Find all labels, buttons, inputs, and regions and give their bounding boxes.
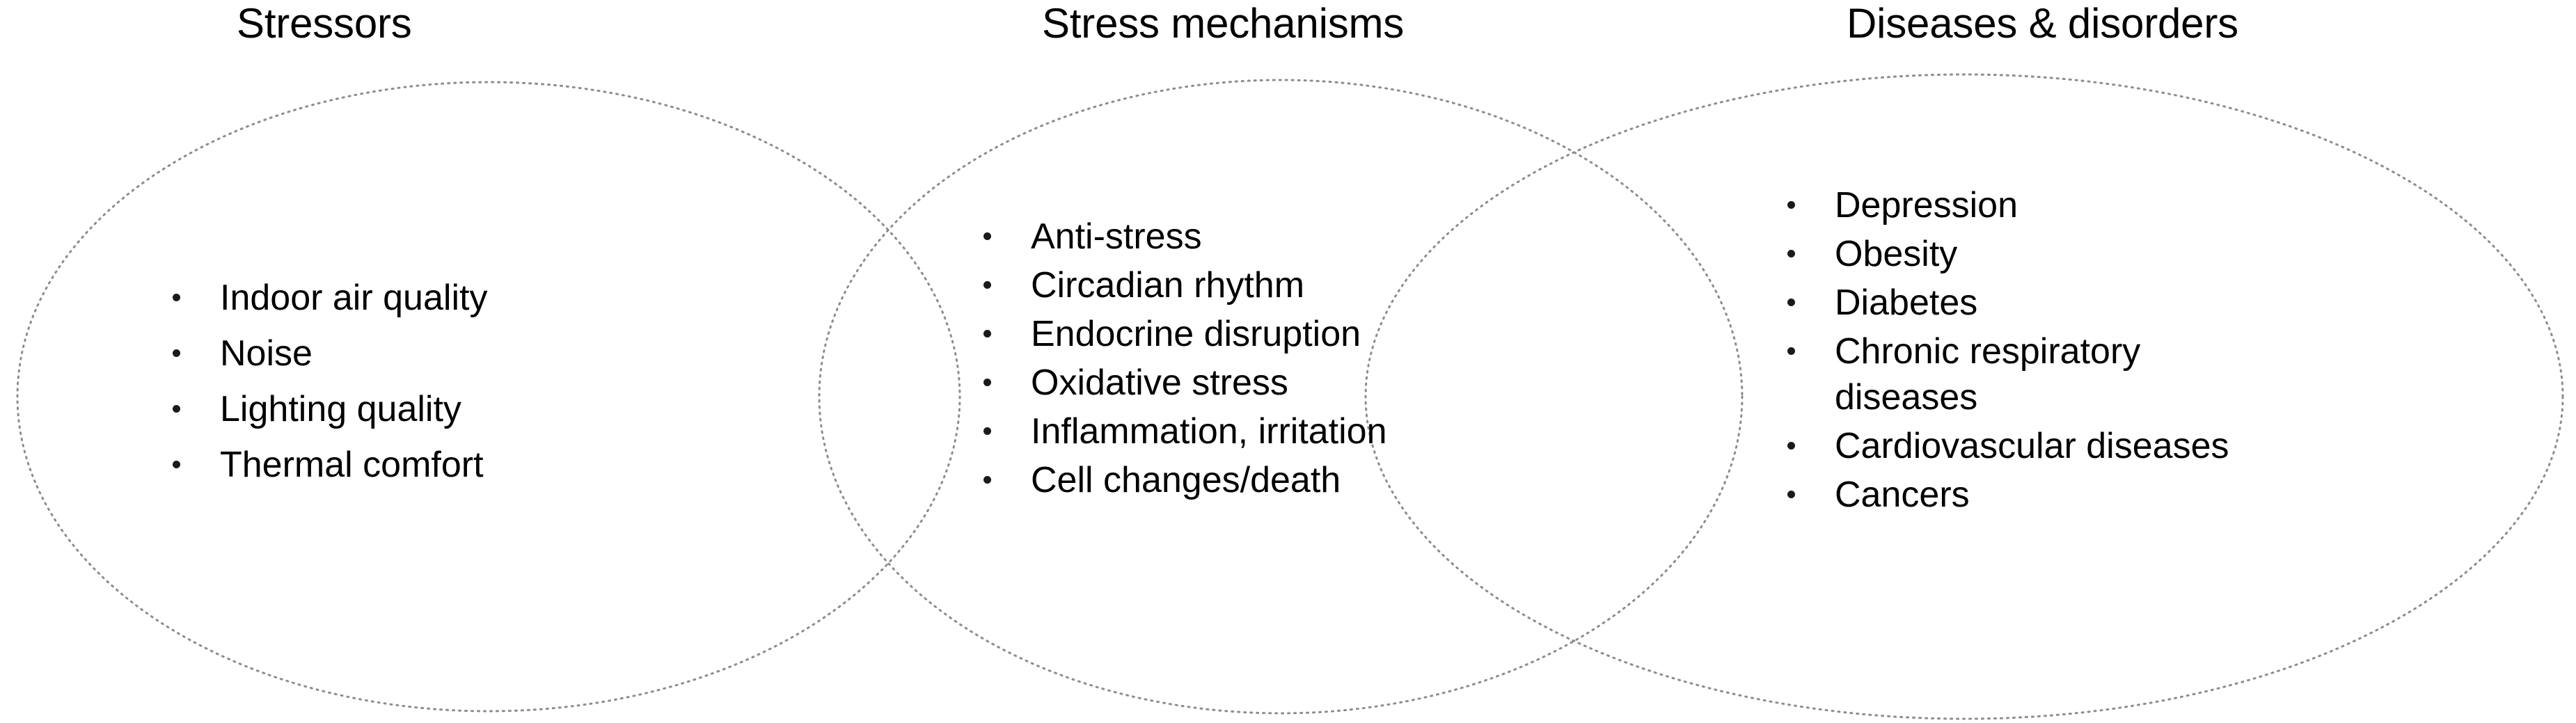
list-item: Noise <box>167 331 668 376</box>
bullet-dot-icon <box>1787 299 1795 307</box>
bullet-dot-icon <box>173 349 180 358</box>
list-item-label: Cell changes/death <box>1031 460 1341 501</box>
bullet-dot-icon <box>1787 250 1795 258</box>
bullet-dot-icon <box>983 379 991 387</box>
group-title-stressors: Stressors <box>237 0 412 47</box>
bullet-dot-icon <box>983 281 991 289</box>
list-item: Depression <box>1782 182 2408 228</box>
bullet-list-stress-mechanisms: Anti-stress Circadian rhythm Endocrine d… <box>978 214 1528 506</box>
list-item: Inflammation, irritation <box>978 408 1528 454</box>
list-item: Lighting quality <box>167 386 668 432</box>
list-item-label: Cardiovascular diseases <box>1835 426 2229 467</box>
list-item-label: Depression <box>1835 185 2018 225</box>
list-item: Oxidative stress <box>978 360 1528 406</box>
bullet-dot-icon <box>983 427 991 436</box>
bullet-dot-icon <box>983 232 991 241</box>
bullet-dot-icon <box>1787 442 1795 450</box>
bullet-dot-icon <box>173 461 180 469</box>
ellipse-stressors <box>16 81 961 713</box>
list-item: Chronic respiratory diseases <box>1782 328 2183 420</box>
list-item-label: Inflammation, irritation <box>1031 411 1387 452</box>
list-item-label: Circadian rhythm <box>1031 265 1305 306</box>
bullet-dot-icon <box>1787 201 1795 209</box>
list-item-label: Lighting quality <box>220 389 461 430</box>
bullet-dot-icon <box>1787 491 1795 499</box>
list-item-label: Chronic respiratory diseases <box>1835 331 2141 418</box>
bullet-dot-icon <box>173 294 180 302</box>
list-item: Obesity <box>1782 231 2408 277</box>
list-item-label: Obesity <box>1835 234 1958 275</box>
list-item-label: Anti-stress <box>1031 216 1202 257</box>
list-item-label: Oxidative stress <box>1031 363 1288 404</box>
bullet-dot-icon <box>173 405 180 413</box>
list-item-label: Noise <box>220 333 313 374</box>
list-item: Diabetes <box>1782 280 2408 326</box>
group-title-stress-mechanisms: Stress mechanisms <box>1042 0 1405 47</box>
list-item-label: Cancers <box>1835 475 1970 516</box>
list-item-label: Thermal comfort <box>220 445 484 486</box>
list-item: Circadian rhythm <box>978 262 1528 308</box>
bullet-dot-icon <box>983 330 991 338</box>
list-item: Anti-stress <box>978 214 1528 260</box>
bullet-dot-icon <box>983 476 991 484</box>
list-item-label: Indoor air quality <box>220 278 488 318</box>
ellipse-stress-mechanisms <box>818 79 1744 715</box>
list-item: Cancers <box>1782 472 2408 518</box>
ellipse-diseases-disorders <box>1364 73 2564 720</box>
list-item: Cardiovascular diseases <box>1782 423 2408 469</box>
list-item-label: Endocrine disruption <box>1031 314 1361 355</box>
list-item: Thermal comfort <box>167 442 668 488</box>
bullet-list-stressors: Indoor air quality Noise Lighting qualit… <box>167 275 668 498</box>
list-item: Indoor air quality <box>167 275 668 321</box>
list-item: Cell changes/death <box>978 457 1528 503</box>
bullet-dot-icon <box>1787 347 1795 356</box>
list-item: Endocrine disruption <box>978 311 1528 357</box>
group-title-diseases-disorders: Diseases & disorders <box>1847 0 2238 47</box>
list-item-label: Diabetes <box>1835 283 1978 324</box>
bullet-list-diseases-disorders: Depression Obesity Diabetes Chronic resp… <box>1782 182 2408 521</box>
